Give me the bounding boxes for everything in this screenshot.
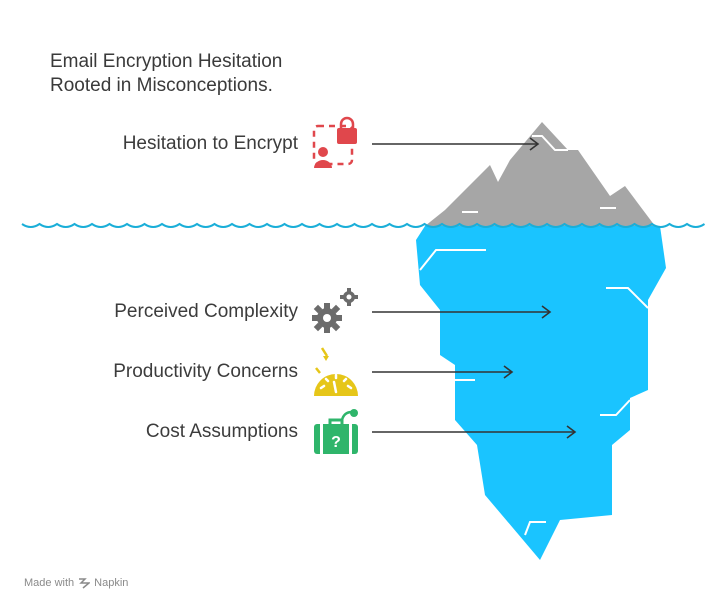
arrowhead-complexity xyxy=(541,305,552,319)
label-productivity-concerns: Productivity Concerns xyxy=(113,361,298,382)
label-hesitation-to-encrypt: Hesitation to Encrypt xyxy=(122,133,298,154)
speedometer-icon xyxy=(314,347,358,396)
footer-brand: Napkin xyxy=(94,577,129,589)
question-suitcase-icon: ? xyxy=(314,409,358,454)
iceberg-tip-highlights xyxy=(462,135,616,213)
water-line xyxy=(21,222,706,228)
connector-arrows xyxy=(372,137,577,439)
arrowhead-cost xyxy=(566,425,577,439)
label-perceived-complexity: Perceived Complexity xyxy=(114,301,298,322)
iceberg-highlights xyxy=(419,249,649,536)
arrowhead-hesitation xyxy=(529,137,540,151)
diagram-title: Email Encryption Hesitation Rooted in Mi… xyxy=(50,50,282,98)
title-line-1: Email Encryption Hesitation xyxy=(50,51,283,72)
title-line-2: Rooted in Misconceptions. xyxy=(50,75,273,96)
svg-text:?: ? xyxy=(331,434,341,451)
label-cost-assumptions: Cost Assumptions xyxy=(145,421,298,442)
footer-credit: Made with Napkin xyxy=(24,577,128,589)
arrowhead-productivity xyxy=(503,365,514,379)
user-lock-icon xyxy=(312,116,357,168)
napkin-logo-icon xyxy=(79,578,91,589)
iceberg-tip xyxy=(425,122,655,226)
iceberg-body xyxy=(416,226,666,560)
footer-prefix: Made with xyxy=(24,577,75,589)
gears-icon xyxy=(312,288,358,333)
